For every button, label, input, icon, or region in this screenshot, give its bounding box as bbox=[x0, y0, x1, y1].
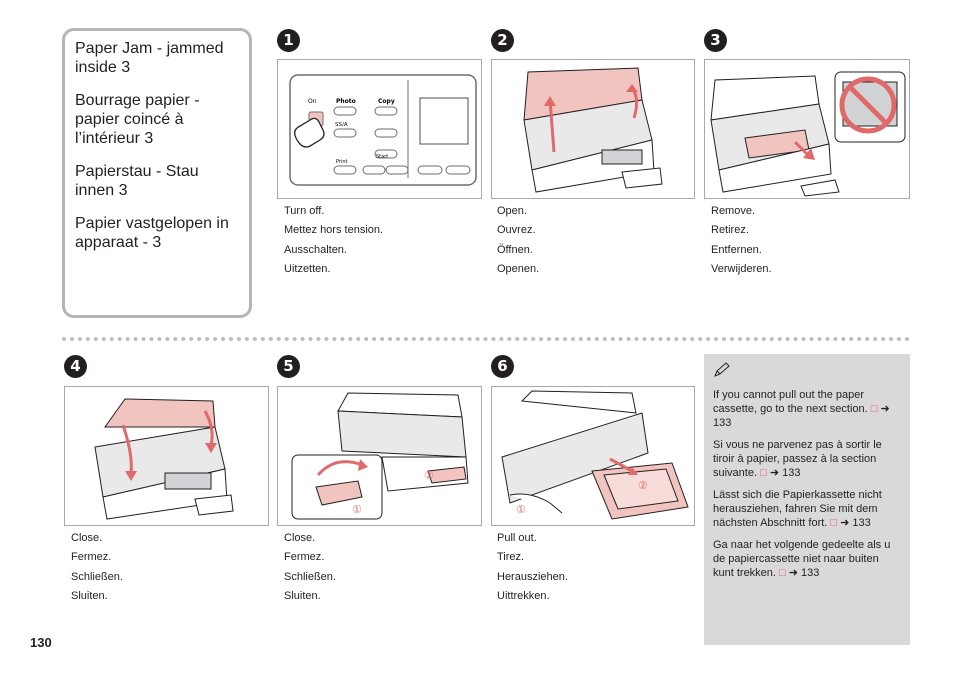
callout-1: ① bbox=[516, 504, 526, 516]
caption-de: Entfernen. bbox=[711, 243, 762, 256]
page-ref[interactable]: 133 bbox=[852, 517, 871, 529]
step-6-caption: Pull out. Tirez. Herausziehen. Uittrekke… bbox=[497, 529, 568, 607]
note-item-en: If you cannot pull out the paper cassett… bbox=[713, 389, 890, 429]
arrow-right-icon: ➜ bbox=[788, 567, 798, 579]
caption-en: Pull out. bbox=[497, 532, 537, 544]
close-scanner-drawing bbox=[94, 398, 234, 520]
note-item-nl: Ga naar het volgende gedeelte als u de p… bbox=[713, 539, 891, 579]
caption-en: Open. bbox=[497, 205, 527, 217]
step-3-caption: Remove. Retirez. Entfernen. Verwijderen. bbox=[711, 202, 772, 280]
caption-de: Schließen. bbox=[284, 570, 336, 583]
arrow-right-icon: ➜ bbox=[769, 467, 780, 479]
title-box: Paper Jam - jammed inside 3 Bourrage pap… bbox=[62, 28, 252, 318]
arrow-right-icon: ➜ bbox=[840, 517, 850, 529]
book-icon: □ bbox=[760, 467, 767, 479]
title-nl: Papier vastgelopen in apparaat - 3 bbox=[75, 215, 229, 251]
label-print: Print bbox=[336, 159, 348, 165]
step-number-6: 6 bbox=[491, 355, 514, 378]
page-ref[interactable]: 133 bbox=[713, 417, 732, 429]
step-5-illustration: ① ② bbox=[277, 386, 482, 526]
callout-2: ② bbox=[424, 470, 434, 482]
title-en: Paper Jam - jammed inside 3 bbox=[75, 40, 224, 76]
pull-out-cassette-drawing: ① ② bbox=[501, 390, 689, 520]
page-number: 130 bbox=[30, 635, 52, 650]
step-2-caption: Open. Ouvrez. Öffnen. Openen. bbox=[497, 202, 539, 280]
caption-fr: Fermez. bbox=[284, 551, 325, 564]
step-1-illustration: On Photo Copy SS/A Print Start bbox=[277, 59, 482, 199]
note-item-fr: Si vous ne parvenez pas à sortir le tiro… bbox=[713, 439, 882, 479]
caption-en: Close. bbox=[71, 532, 103, 544]
printer-open-scanner-drawing bbox=[523, 67, 663, 193]
arrow-right-icon: ➜ bbox=[880, 403, 890, 415]
caption-de: Öffnen. bbox=[497, 243, 533, 256]
close-output-tray-drawing: ① ② bbox=[291, 392, 469, 520]
caption-fr: Ouvrez. bbox=[497, 224, 536, 237]
label-on: On bbox=[308, 98, 317, 105]
page-ref[interactable]: 133 bbox=[801, 567, 820, 579]
step-5-caption: Close. Fermez. Schließen. Sluiten. bbox=[284, 529, 336, 607]
label-copy: Copy bbox=[378, 98, 395, 105]
step-4-illustration bbox=[64, 386, 269, 526]
step-number-4: 4 bbox=[64, 355, 87, 378]
title-de: Papierstau - Stau innen 3 bbox=[75, 163, 199, 199]
remove-paper-drawing bbox=[710, 71, 906, 197]
step-number-1: 1 bbox=[277, 29, 300, 52]
caption-en: Remove. bbox=[711, 205, 756, 217]
pencil-note-icon bbox=[714, 362, 730, 377]
step-number-2: 2 bbox=[491, 29, 514, 52]
label-start: Start bbox=[376, 154, 388, 160]
caption-fr: Tirez. bbox=[497, 551, 525, 564]
callout-2: ② bbox=[638, 480, 648, 492]
caption-nl: Sluiten. bbox=[71, 590, 108, 603]
caption-fr: Fermez. bbox=[71, 551, 112, 564]
book-icon: □ bbox=[779, 567, 786, 579]
title-fr: Bourrage papier - papier coincé à l’inté… bbox=[75, 92, 200, 147]
callout-1: ① bbox=[352, 504, 362, 516]
caption-nl: Uittrekken. bbox=[497, 590, 550, 603]
step-4-caption: Close. Fermez. Schließen. Sluiten. bbox=[71, 529, 123, 607]
step-number-3: 3 bbox=[704, 29, 727, 52]
step-6-illustration: ① ② bbox=[491, 386, 695, 526]
caption-en: Turn off. bbox=[284, 205, 325, 217]
step-3-illustration bbox=[704, 59, 910, 199]
label-ratio: SS/A bbox=[335, 122, 348, 128]
control-panel-drawing: On Photo Copy SS/A Print Start bbox=[289, 74, 477, 186]
page-ref[interactable]: 133 bbox=[782, 467, 801, 479]
note-box: If you cannot pull out the paper cassett… bbox=[704, 354, 910, 645]
step-1-caption: Turn off. Mettez hors tension. Ausschalt… bbox=[284, 202, 383, 280]
caption-fr: Retirez. bbox=[711, 224, 749, 237]
step-2-illustration bbox=[491, 59, 695, 199]
caption-fr: Mettez hors tension. bbox=[284, 224, 384, 237]
label-photo: Photo bbox=[336, 98, 356, 105]
caption-de: Schließen. bbox=[71, 570, 123, 583]
step-number-5: 5 bbox=[277, 355, 300, 378]
caption-en: Close. bbox=[284, 532, 316, 544]
book-icon: □ bbox=[830, 517, 838, 529]
caption-nl: Verwijderen. bbox=[711, 263, 772, 276]
caption-nl: Openen. bbox=[497, 263, 540, 276]
caption-nl: Sluiten. bbox=[284, 590, 321, 603]
section-divider bbox=[62, 337, 910, 341]
note-item-de: Lässt sich die Papierkassette nicht hera… bbox=[713, 489, 882, 529]
caption-de: Herausziehen. bbox=[497, 570, 568, 583]
caption-nl: Uitzetten. bbox=[284, 263, 331, 276]
caption-de: Ausschalten. bbox=[284, 243, 347, 256]
book-icon: □ bbox=[870, 403, 878, 415]
